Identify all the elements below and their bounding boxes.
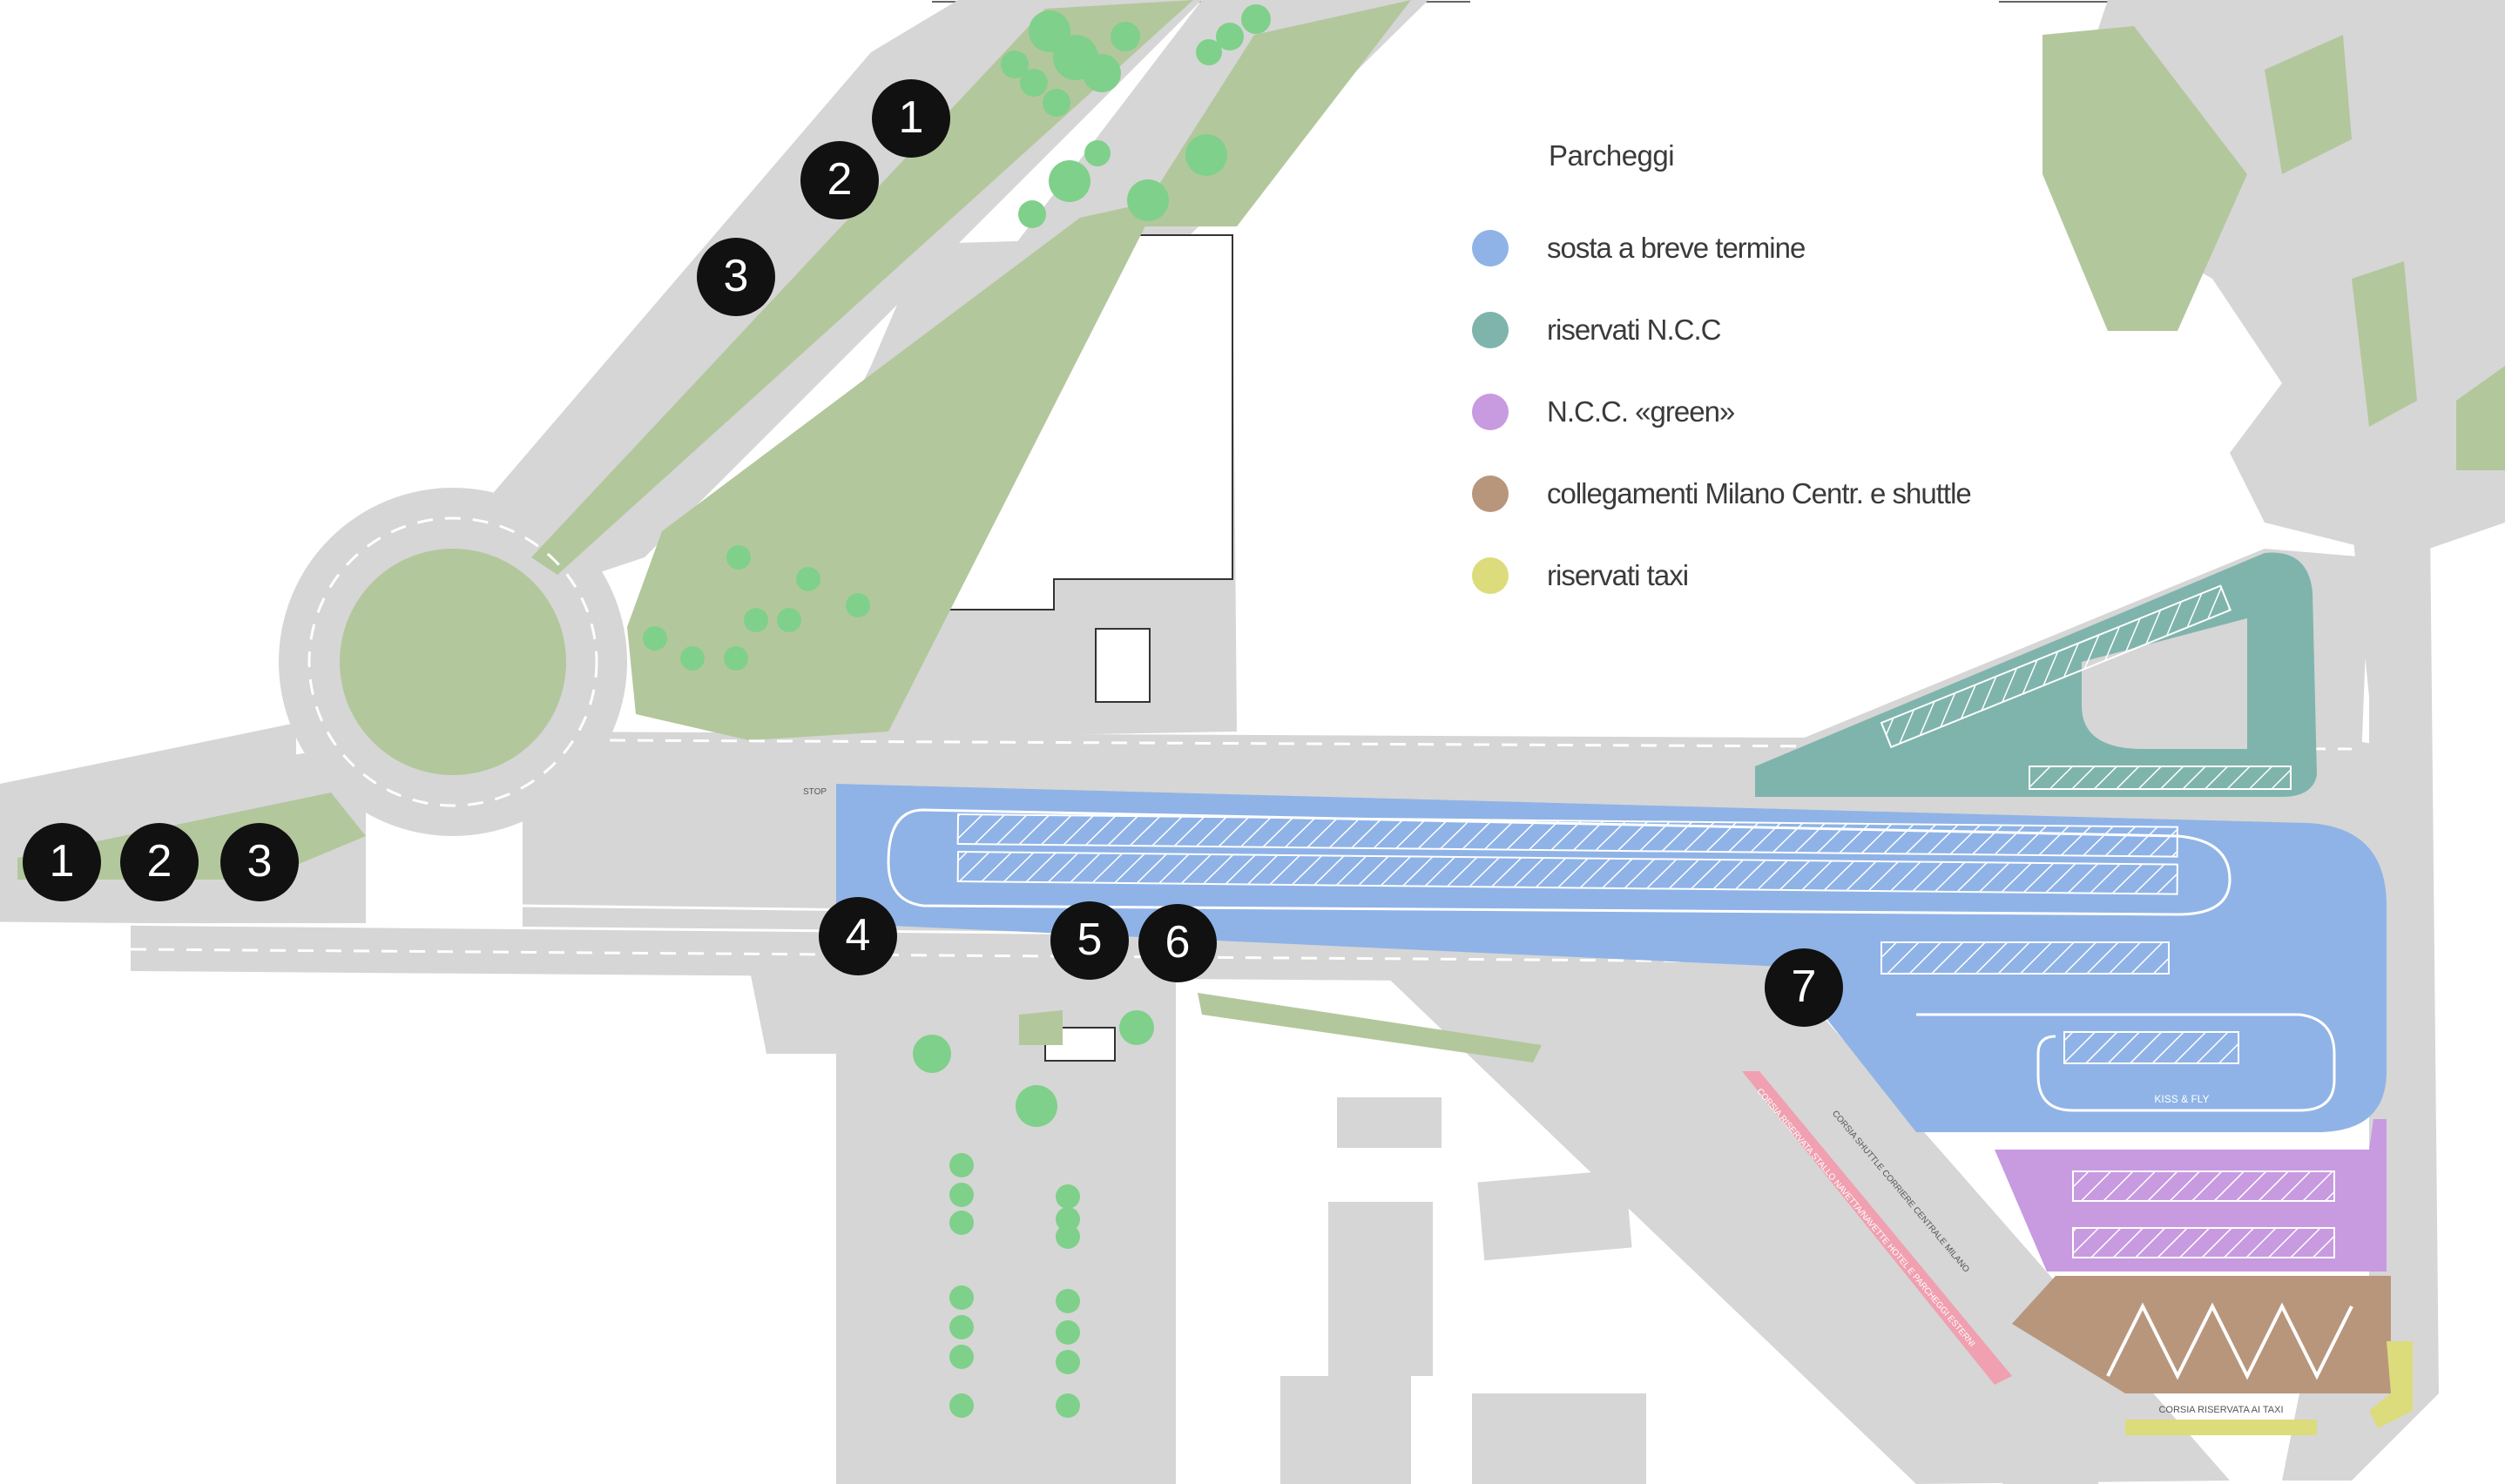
- lane-navette: [1742, 1071, 2012, 1385]
- legend-label: collegamenti Milano Centr. e shuttle: [1547, 477, 1972, 509]
- short-term-lane: [887, 808, 2232, 916]
- marker-1-west[interactable]: 1: [23, 823, 101, 901]
- svg-text:3: 3: [724, 251, 749, 301]
- svg-text:6: 6: [1165, 917, 1191, 968]
- legend-label: riservati N.C.C: [1547, 314, 1722, 346]
- small-building: [1095, 628, 1151, 703]
- svg-text:4: 4: [846, 910, 871, 961]
- stop-label: STOP: [803, 787, 827, 797]
- marker-2-north[interactable]: 2: [800, 141, 879, 219]
- legend-item-shuttle: collegamenti Milano Centr. e shuttle: [1472, 453, 2082, 535]
- marker-3-west[interactable]: 3: [220, 823, 299, 901]
- marker-5[interactable]: 5: [1050, 901, 1129, 980]
- ncc-green-stalls-1: [2072, 1170, 2335, 1202]
- zone-shuttle: [2012, 1276, 2391, 1393]
- legend-dot: [1472, 312, 1509, 348]
- svg-text:2: 2: [147, 836, 172, 887]
- green-strip-south: [1198, 993, 1542, 1062]
- trees: [643, 4, 1271, 1418]
- green-strip-1: [531, 0, 1193, 575]
- svg-text:5: 5: [1077, 914, 1103, 965]
- kiss-fly-loop: [1916, 1013, 2336, 1112]
- legend-dot: [1472, 557, 1509, 594]
- marker-4[interactable]: 4: [819, 897, 897, 975]
- short-term-stalls-row2: [956, 850, 2178, 895]
- ncc-stalls-2: [2029, 766, 2292, 790]
- legend-dot: [1472, 476, 1509, 512]
- legend-label: sosta a breve termine: [1547, 232, 1806, 264]
- road-south: [836, 941, 923, 1484]
- legend-title: Parcheggi: [1549, 139, 1675, 172]
- legend-label: N.C.C. «green»: [1547, 395, 1735, 428]
- marker-6[interactable]: 6: [1138, 904, 1217, 982]
- green-areas: [17, 0, 2505, 1062]
- legend-item-ncc-green: N.C.C. «green»: [1472, 371, 2082, 453]
- svg-text:7: 7: [1792, 961, 1817, 1012]
- green-park: [627, 200, 1158, 740]
- zone-taxi: [2125, 1420, 2317, 1435]
- legend: Parcheggi sosta a breve termine riservat…: [1472, 139, 2082, 617]
- marker-3-north[interactable]: 3: [697, 238, 775, 316]
- ncc-stalls-1: [1880, 584, 2232, 749]
- zone-taxi-east: [2369, 1341, 2413, 1428]
- svg-text:3: 3: [247, 836, 273, 887]
- legend-label: riservati taxi: [1547, 559, 1689, 591]
- marker-2-west[interactable]: 2: [120, 823, 199, 901]
- legend-item-short-term: sosta a breve termine: [1472, 207, 2082, 289]
- svg-text:1: 1: [899, 92, 924, 143]
- short-term-stalls-row4: [2063, 1031, 2239, 1064]
- road-east: [2282, 523, 2439, 1481]
- svg-text:1: 1: [50, 836, 75, 887]
- roundabout-island: [340, 549, 566, 775]
- markers: 1 2 3 1 2 3 4 5: [23, 79, 1843, 1027]
- short-term-stalls-row1: [956, 813, 2178, 858]
- ncc-green-stalls-2: [2072, 1227, 2335, 1258]
- marker-1-north[interactable]: 1: [872, 79, 950, 158]
- legend-dot: [1472, 394, 1509, 430]
- shuttle-stalls: [2106, 1302, 2353, 1380]
- legend-item-taxi: riservati taxi: [1472, 535, 2082, 617]
- taxi-lane-label: CORSIA RISERVATA AI TAXI: [2158, 1405, 2283, 1415]
- legend-item-ncc: riservati N.C.C: [1472, 289, 2082, 371]
- legend-dot: [1472, 230, 1509, 266]
- short-term-stalls-row3: [1880, 941, 2170, 975]
- svg-text:2: 2: [827, 154, 853, 205]
- kiss-fly-label: KISS & FLY: [2154, 1093, 2209, 1105]
- marker-7[interactable]: 7: [1765, 948, 1843, 1027]
